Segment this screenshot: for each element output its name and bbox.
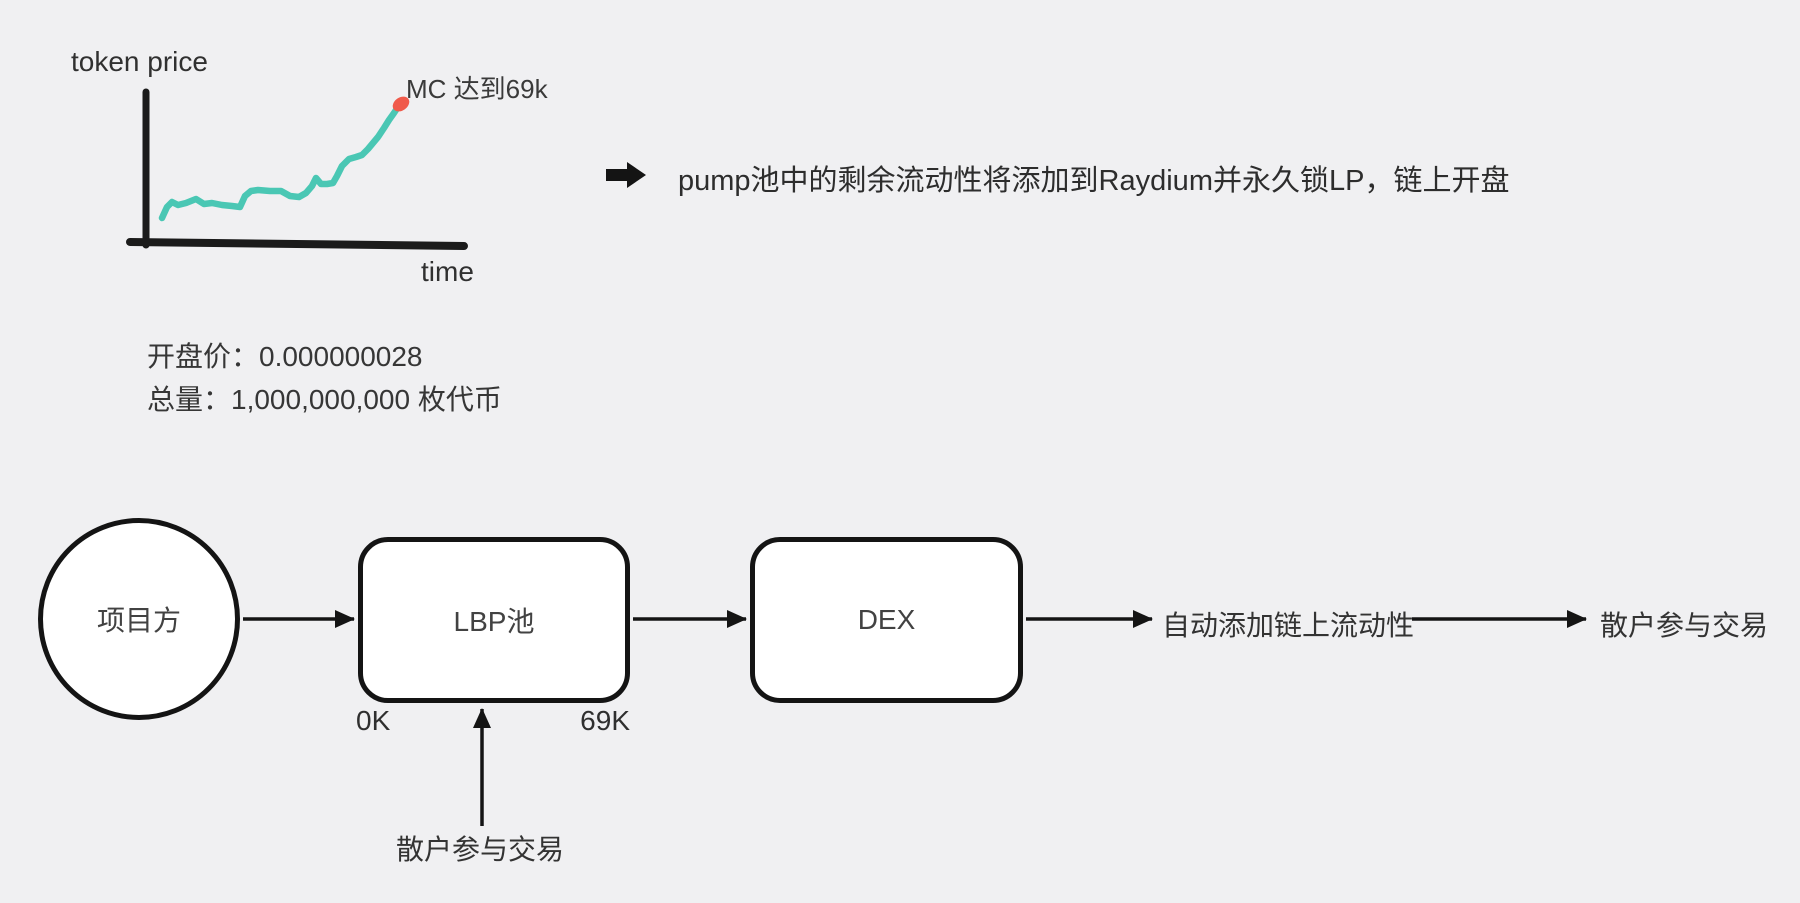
node-dex: DEX xyxy=(750,537,1023,703)
lbp-retail-label: 散户参与交易 xyxy=(396,834,565,865)
node-project-label: 项目方 xyxy=(96,605,181,636)
chart-x-axis xyxy=(126,238,468,250)
chart-y-axis-label: token price xyxy=(71,46,208,77)
node-lbp-pool: LBP池 xyxy=(358,537,630,703)
right-arrow-icon xyxy=(606,162,646,188)
retail-trading-label: 散户参与交易 xyxy=(1600,610,1769,641)
total-supply-text: 总量：1,000,000,000 枚代币 xyxy=(147,384,502,415)
chart-x-axis-label: time xyxy=(421,256,474,287)
node-lbp-pool-label: LBP池 xyxy=(453,606,535,637)
auto-liquidity-label: 自动添加链上流动性 xyxy=(1162,610,1415,641)
node-project: 项目方 xyxy=(38,518,240,720)
node-dex-label: DEX xyxy=(857,604,916,635)
chart-peak-annotation: MC 达到69k xyxy=(406,74,548,104)
lbp-range-min-label: 0K xyxy=(356,705,391,736)
callout-text: pump池中的剩余流动性将添加到Raydium并永久锁LP，链上开盘 xyxy=(678,165,1510,197)
price-curve xyxy=(158,103,402,222)
open-price-text: 开盘价：0.000000028 xyxy=(147,341,423,372)
lbp-range-max-label: 69K xyxy=(580,705,630,736)
